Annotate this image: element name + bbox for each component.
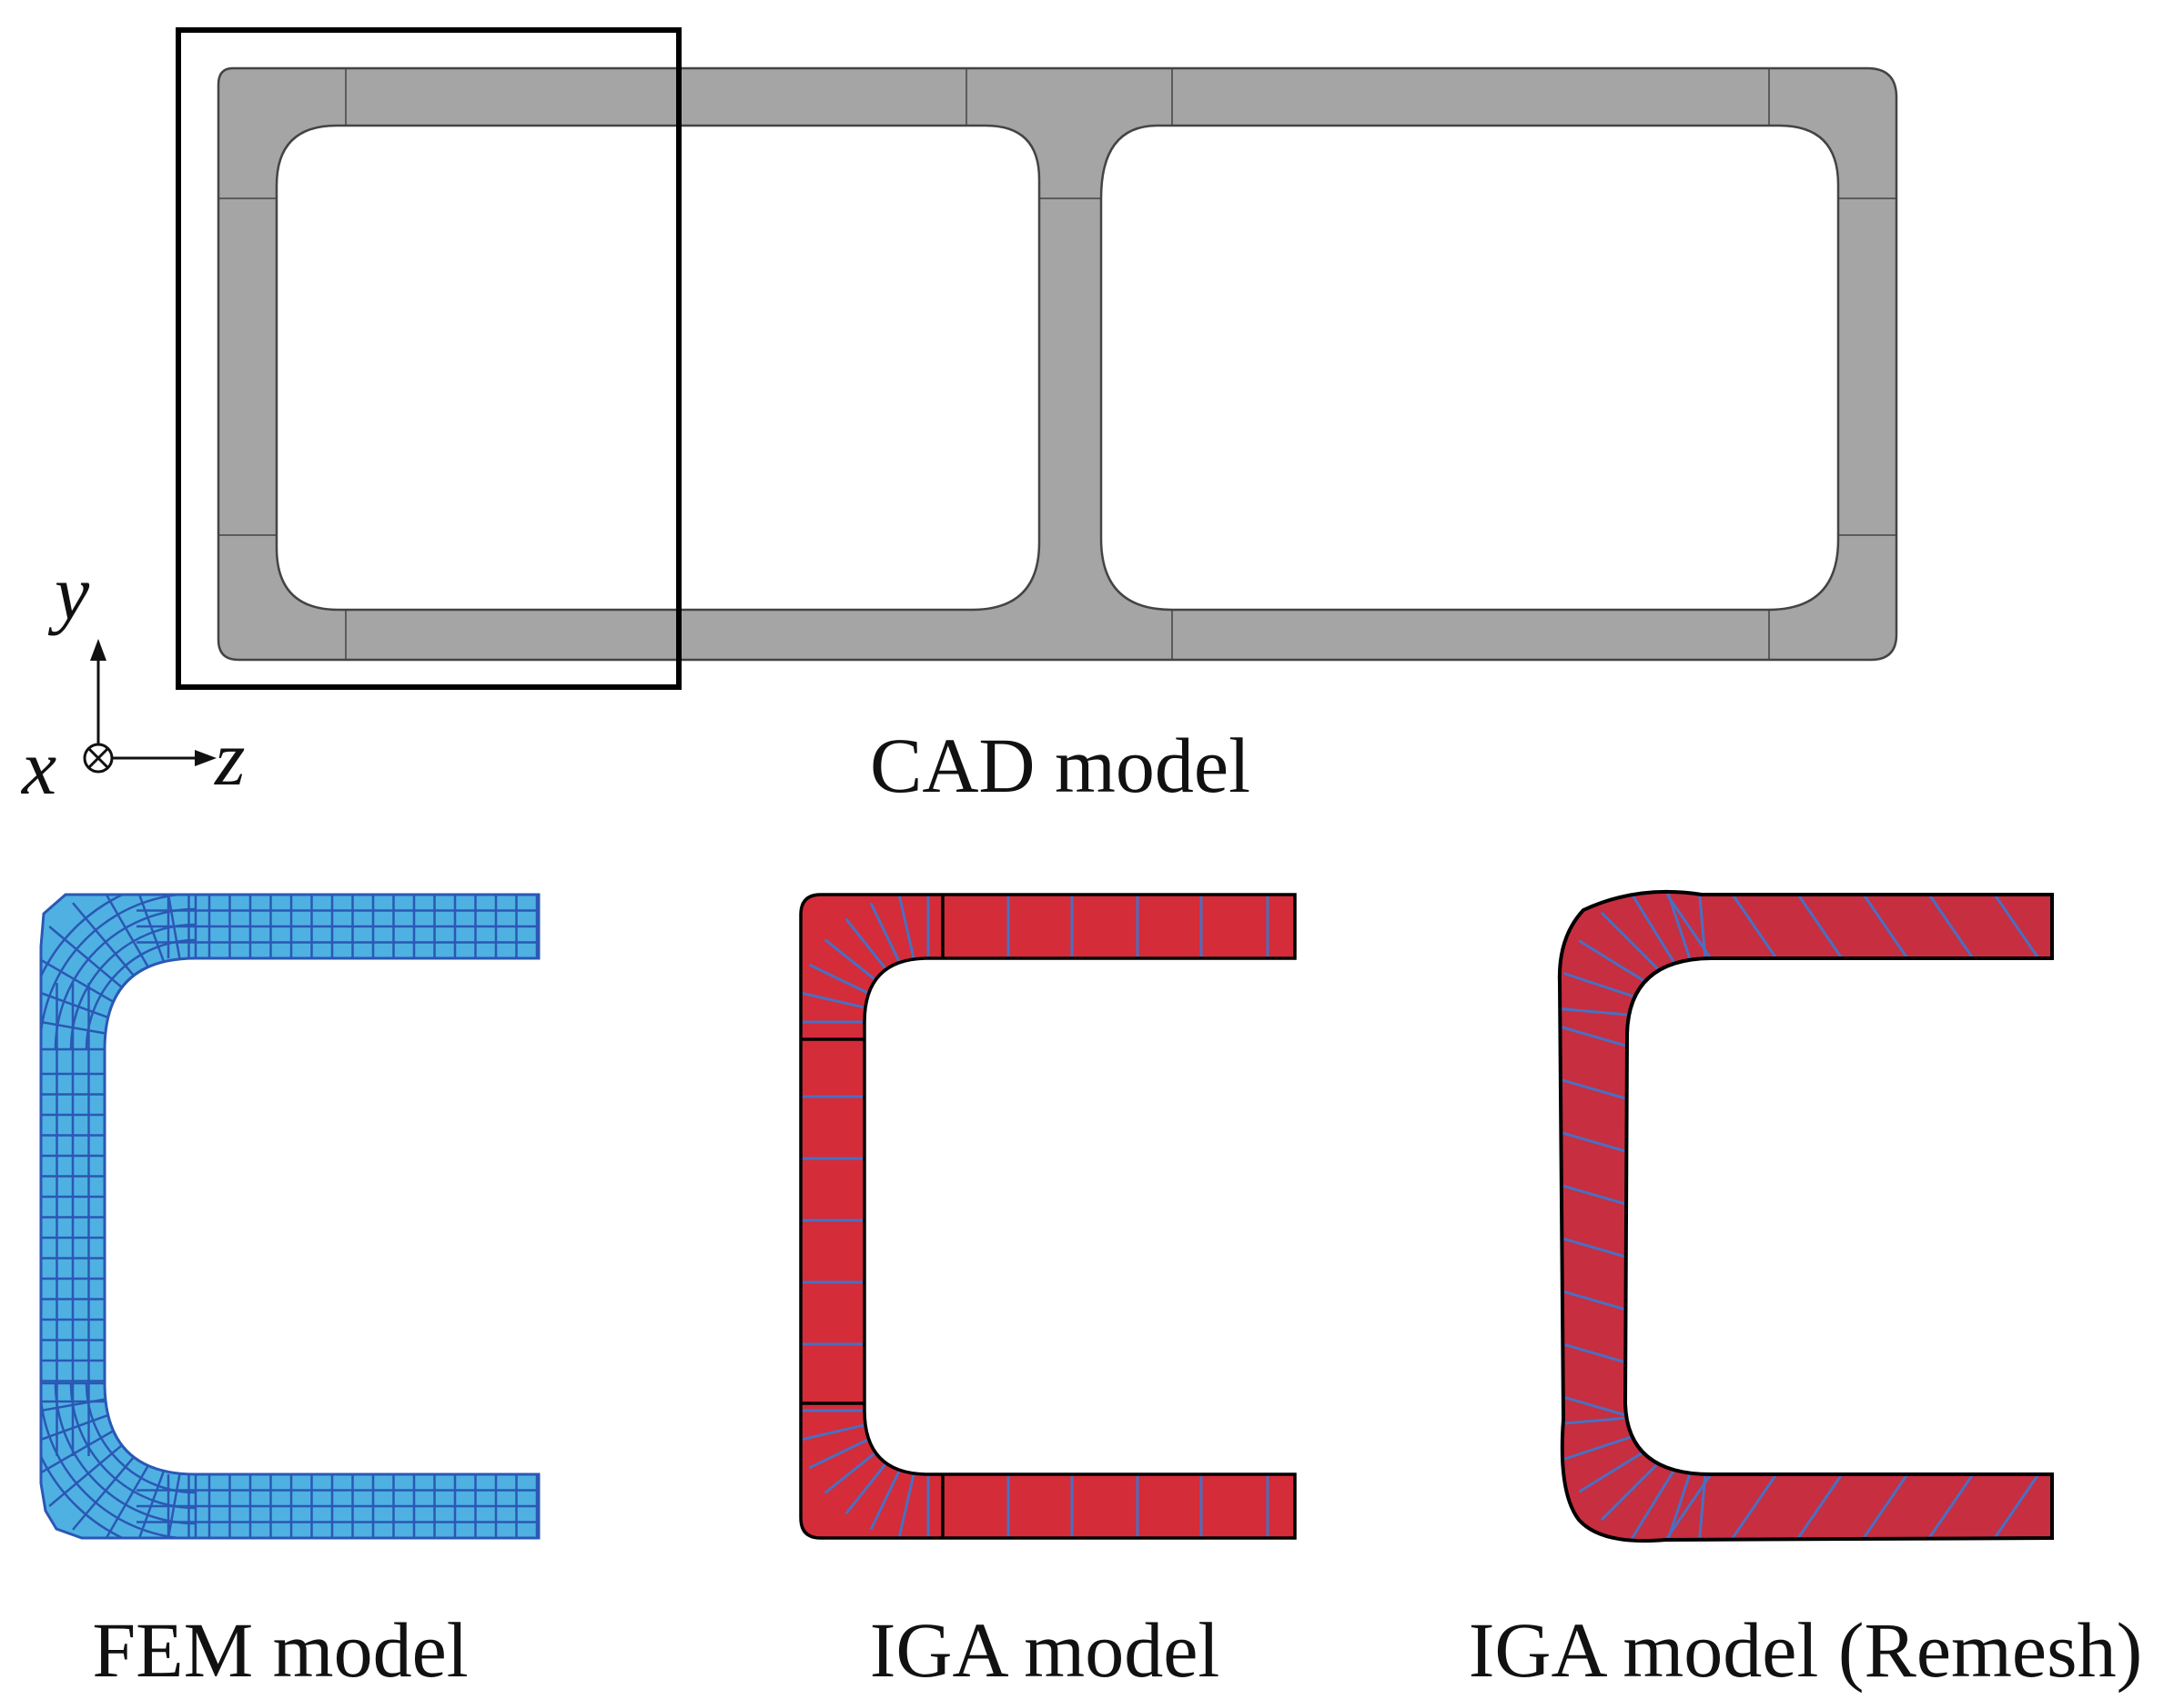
cad-segment-lines — [218, 68, 1896, 660]
fem-corner-arc — [41, 1382, 197, 1538]
remesh-corner-line — [1628, 891, 1679, 969]
remesh-knot-line — [1993, 1473, 2040, 1539]
fem-corner-arc — [69, 923, 197, 1050]
cad-cross-section — [217, 66, 1898, 662]
iga-patch-boundaries — [801, 895, 945, 1538]
z-axis-label: z — [214, 714, 245, 802]
remesh-knot-line — [1559, 1394, 1630, 1418]
remesh-corner-line — [1661, 1470, 1693, 1542]
iga-corner-line — [801, 991, 867, 1009]
iga-corner-line — [869, 1467, 902, 1531]
y-axis-label: y — [47, 549, 90, 636]
fem-model: FEM model — [39, 893, 541, 1694]
fem-cross-section — [41, 895, 539, 1538]
iga-corner-line — [897, 1472, 915, 1538]
x-axis-label: x — [20, 724, 56, 811]
iga-remesh-outline — [1557, 889, 2054, 1543]
iga-corner-line — [824, 938, 880, 984]
remesh-knot-line — [1993, 894, 2040, 959]
remesh-knot-line — [1559, 1078, 1630, 1101]
iga-remesh-caption: IGA model (Remesh) — [1469, 1606, 2142, 1694]
iga-corner-line — [824, 1449, 880, 1494]
iga-remesh-knot-lines — [1559, 891, 2040, 1542]
iga-corner-line — [808, 1437, 872, 1470]
fem-corner-arc — [85, 938, 197, 1050]
fem-model-caption: FEM model — [92, 1606, 468, 1694]
remesh-knot-line — [1862, 894, 1909, 959]
remesh-knot-line — [1927, 894, 1975, 959]
remesh-knot-line — [1559, 1130, 1630, 1154]
iga-corner-line — [844, 917, 890, 974]
remesh-knot-line — [1559, 1289, 1630, 1312]
zoom-region-box — [176, 27, 682, 690]
remesh-knot-line — [1927, 1473, 1975, 1539]
fem-corner-arc — [41, 895, 197, 1050]
remesh-knot-line — [1559, 1341, 1630, 1365]
remesh-knot-line — [1862, 1473, 1909, 1539]
remesh-corner-line — [1628, 1463, 1679, 1542]
iga-model-caption: IGA model — [870, 1606, 1220, 1694]
fem-corner-arc — [41, 1382, 197, 1538]
iga-corner-line — [808, 963, 872, 996]
fem-corner-arc — [54, 1382, 197, 1525]
remesh-knot-line — [1559, 1236, 1630, 1260]
iga-cross-section — [801, 895, 1295, 1538]
remesh-corner-line — [1695, 891, 1707, 959]
cad-model: CAD model — [176, 27, 1898, 809]
remesh-knot-line — [1559, 1025, 1630, 1048]
x-cross-line-b — [86, 746, 110, 770]
remesh-knot-line — [1796, 1473, 1844, 1539]
z-arrow-head-icon — [195, 750, 217, 766]
fem-corner-arc — [85, 1382, 197, 1494]
remesh-corner-line — [1661, 891, 1693, 963]
remesh-corner-line — [1600, 911, 1667, 978]
iga-corner-line — [801, 1423, 867, 1442]
remesh-knot-line — [1559, 1183, 1630, 1207]
remesh-corner-line — [1600, 1454, 1667, 1522]
iga-corner-line — [844, 1459, 890, 1515]
fem-corner-arc — [69, 1382, 197, 1510]
fem-outline — [39, 893, 541, 1540]
y-arrow-head-icon — [90, 639, 106, 661]
iga-outline — [799, 893, 1297, 1540]
remesh-knot-line — [1731, 894, 1778, 959]
iga-knot-lines — [801, 895, 1269, 1538]
coordinate-axes: y z x — [20, 549, 245, 811]
iga-model: IGA model — [799, 893, 1297, 1694]
remesh-knot-line — [1731, 1473, 1778, 1539]
iga-remesh-cross-section — [1559, 891, 2052, 1542]
iga-corner-line — [869, 902, 902, 966]
remesh-knot-line — [1796, 894, 1844, 959]
iga-remesh-model: IGA model (Remesh) — [1469, 889, 2142, 1694]
remesh-corner-line — [1695, 1473, 1707, 1542]
cad-model-caption: CAD model — [870, 722, 1250, 809]
fem-corner-arc — [41, 895, 197, 1050]
fem-corner-arc — [54, 907, 197, 1050]
iga-corner-line — [897, 895, 915, 961]
fem-mesh-grid — [41, 895, 539, 1538]
